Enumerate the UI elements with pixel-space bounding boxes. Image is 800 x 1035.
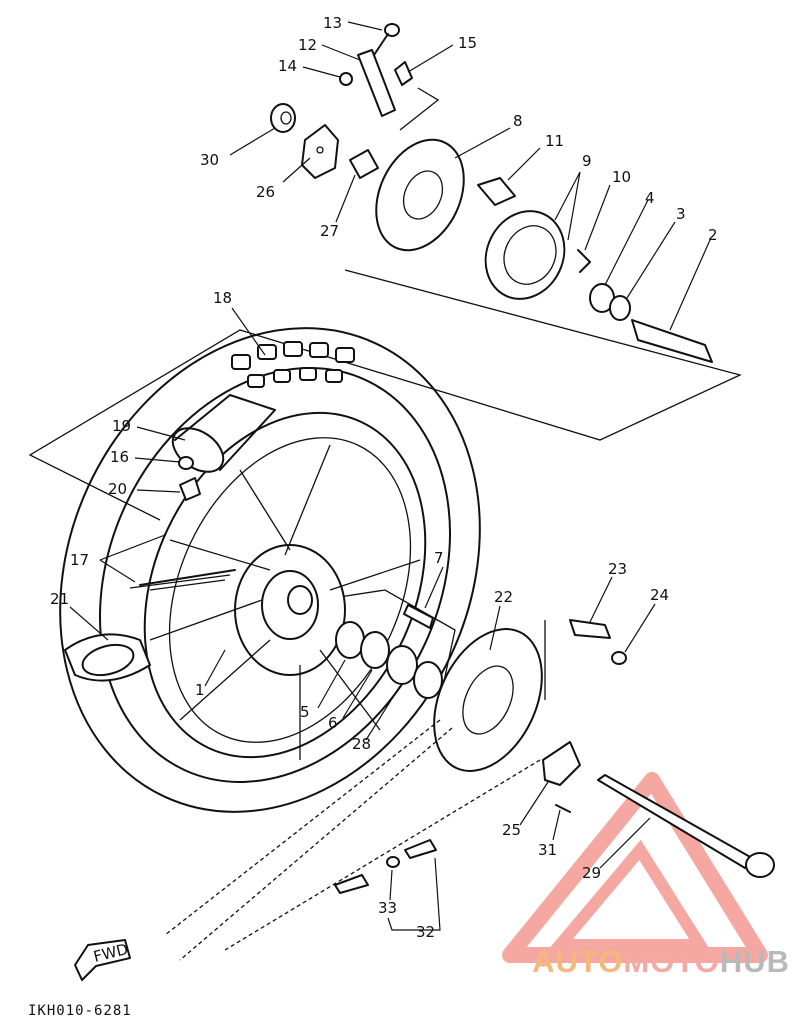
callout-12: 12 (298, 36, 317, 54)
watermark-auto: AUTO (532, 944, 624, 979)
callout-29: 29 (582, 864, 601, 882)
document-code: IKH010-6281 (28, 1003, 132, 1019)
sprocket-22 (413, 628, 543, 772)
callout-21: 21 (50, 590, 69, 608)
sprocket-clutch-26 (301, 124, 339, 179)
callout-16: 16 (110, 448, 129, 466)
collar-6 (360, 631, 390, 669)
clip-33 (386, 856, 400, 868)
nut-24 (611, 651, 627, 665)
reference-frame (28, 87, 742, 701)
pin-31 (555, 804, 571, 813)
callout-28: 28 (352, 735, 371, 753)
callout-6: 6 (328, 714, 338, 732)
drive-chain (164, 719, 541, 961)
callout-15: 15 (458, 34, 477, 52)
callout-5: 5 (300, 703, 310, 721)
callout-labels: 13 12 14 15 30 8 11 9 10 4 3 2 26 27 18 … (50, 14, 718, 941)
callout-32: 32 (416, 923, 435, 941)
watermark-hub: HUB (719, 944, 790, 979)
watermark-text: AUTOMOTOHUB (532, 944, 790, 980)
callout-2: 2 (708, 226, 718, 244)
brake-shoe-9 (484, 210, 566, 300)
callout-24: 24 (650, 586, 669, 604)
hub-cover-30 (270, 103, 296, 133)
chain-joint-32 (334, 839, 437, 894)
callout-14: 14 (278, 57, 297, 75)
callout-7: 7 (434, 549, 444, 567)
lock-washer-23 (569, 619, 611, 639)
callout-13: 13 (323, 14, 342, 32)
spring-10 (577, 249, 591, 273)
callout-25: 25 (502, 821, 521, 839)
rear-wheel (59, 327, 481, 813)
callout-3: 3 (676, 205, 686, 223)
adjuster-25 (542, 741, 581, 786)
tire-tread (231, 341, 355, 388)
valve-20 (179, 477, 201, 501)
callout-18: 18 (213, 289, 232, 307)
oil-seal-28 (386, 645, 418, 685)
leader-lines (69, 21, 711, 931)
callout-1: 1 (195, 681, 205, 699)
callout-19: 19 (112, 417, 131, 435)
callout-33: 33 (378, 899, 397, 917)
bearing-5 (335, 621, 365, 659)
nut-16 (178, 456, 194, 470)
callout-8: 8 (513, 112, 523, 130)
callout-22: 22 (494, 588, 513, 606)
callout-23: 23 (608, 560, 627, 578)
callout-26: 26 (256, 183, 275, 201)
spoke-17 (139, 569, 236, 586)
callout-4: 4 (645, 189, 655, 207)
watermark-logo-icon (502, 772, 768, 963)
spacer-2 (631, 319, 713, 363)
callout-20: 20 (108, 480, 127, 498)
fwd-arrow-icon: FWD (74, 939, 131, 981)
brake-plate-8 (375, 138, 465, 252)
callout-31: 31 (538, 841, 557, 859)
oil-seal-3 (609, 295, 631, 321)
axle-29 (597, 774, 775, 878)
callout-30: 30 (200, 151, 219, 169)
wheel-hub (129, 444, 421, 760)
tube-21 (64, 633, 151, 682)
bolt-7 (403, 604, 434, 629)
callout-9: 9 (582, 152, 592, 170)
callout-17: 17 (70, 551, 89, 569)
callout-11: 11 (545, 132, 564, 150)
callout-27: 27 (320, 222, 339, 240)
cam-shaft-11 (477, 177, 516, 206)
brake-arm-assembly (339, 23, 413, 117)
callout-10: 10 (612, 168, 631, 186)
collar-27 (349, 149, 379, 179)
watermark-moto: MOTO (623, 944, 720, 979)
